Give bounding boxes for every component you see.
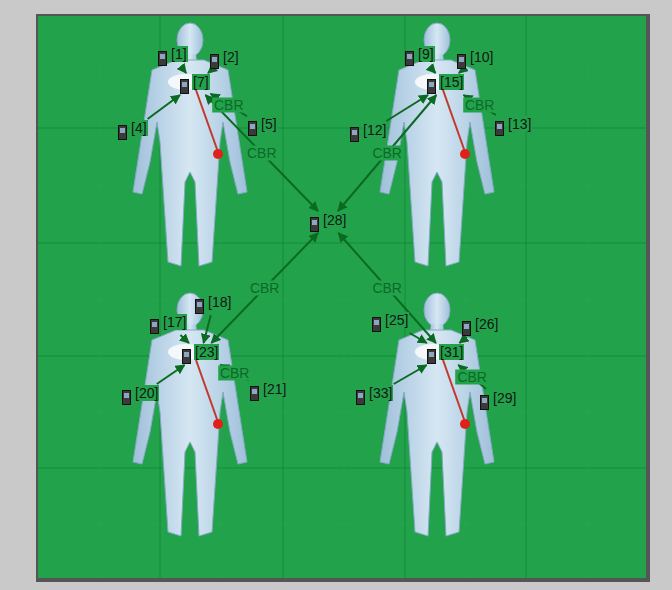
device-icon [118, 125, 127, 140]
human-figure [380, 23, 494, 266]
traffic-label: CBR [212, 98, 246, 113]
sensor-node: [17] [150, 314, 187, 334]
terrain [38, 16, 646, 578]
cbr-link [148, 95, 180, 119]
node-id-label: [9] [417, 46, 435, 62]
node-id-label: [21] [262, 381, 287, 397]
device-icon [250, 386, 259, 401]
node-id-label: [1] [170, 46, 188, 62]
human-figure [133, 293, 247, 536]
sensor-node: [21] [250, 381, 287, 401]
grid-lines [38, 16, 646, 578]
device-icon [427, 79, 436, 94]
node-id-label: [10] [469, 49, 494, 65]
sensor-node: [25] [372, 312, 409, 332]
traffic-label: CBR [370, 281, 404, 296]
sensor-node: [29] [480, 390, 517, 410]
cbr-link [211, 94, 247, 116]
device-icon [182, 349, 191, 364]
traffic-label: CBR [248, 281, 282, 296]
device-icon [195, 299, 204, 314]
node-id-label: [20] [134, 385, 159, 401]
device-icon [495, 121, 504, 136]
device-icon [310, 217, 319, 232]
sensor-node: [15] [427, 74, 464, 94]
traffic-label: CBR [245, 146, 279, 161]
fine-grid [38, 16, 646, 578]
traffic-label: CBR [370, 146, 404, 161]
cbr-link [386, 95, 428, 121]
sensor-node: [28] [310, 212, 347, 232]
cbr-link [157, 365, 185, 384]
device-icon [350, 127, 359, 142]
node-id-label: [23] [194, 344, 219, 360]
cbr-link [180, 335, 189, 343]
sensor-node: [12] [350, 122, 387, 142]
node-id-label: [12] [362, 122, 387, 138]
sensor-node: [33] [356, 385, 393, 405]
cbr-link [181, 67, 186, 73]
device-icon [150, 319, 159, 334]
cbr-link [459, 337, 467, 343]
node-id-label: [29] [492, 390, 517, 406]
device-icon [122, 390, 131, 405]
node-id-label: [17] [162, 314, 187, 330]
human-figure [133, 23, 247, 266]
sensor-node: [31] [427, 344, 464, 364]
node-id-label: [31] [439, 344, 464, 360]
cbr-link [459, 70, 463, 73]
cbr-link [463, 95, 495, 115]
device-icon [480, 395, 489, 410]
cbr-link [394, 365, 427, 384]
sensor-node: [13] [495, 116, 532, 136]
cbr-link [410, 333, 427, 343]
device-icon [405, 51, 414, 66]
sensor-node: [2] [210, 49, 240, 69]
node-id-label: [13] [507, 116, 532, 132]
cbr-link [338, 95, 436, 211]
sensor-node: [18] [195, 294, 232, 314]
device-icon [457, 54, 466, 69]
device-icon [158, 51, 167, 66]
sensor-node: [26] [462, 316, 499, 336]
sensor-node: [5] [248, 116, 278, 136]
traffic-label: CBR [455, 370, 489, 385]
node-id-label: [18] [207, 294, 232, 310]
traffic-label: CBR [218, 365, 252, 380]
node-id-label: [4] [130, 120, 148, 136]
cbr-link [430, 67, 436, 73]
cbr-link [211, 233, 318, 343]
node-id-label: [28] [322, 212, 347, 228]
node-id-label: [33] [368, 385, 393, 401]
cbr-link [338, 233, 436, 343]
node-id-label: [7] [192, 74, 210, 90]
cbr-link [205, 95, 318, 211]
node-id-label: [5] [260, 116, 278, 132]
frame-shadow [36, 14, 650, 582]
sensor-node: [20] [122, 385, 159, 405]
node-id-label: [25] [384, 312, 409, 328]
device-icon [210, 54, 219, 69]
traffic-label: CBR [463, 98, 497, 113]
device-icon [356, 390, 365, 405]
node-id-label: [26] [474, 316, 499, 332]
sensor-node: [4] [118, 120, 148, 140]
sensor-node: [23] [182, 344, 219, 364]
device-icon [248, 121, 257, 136]
sensor-node: [1] [158, 46, 188, 66]
sensor-node: [7] [180, 74, 210, 94]
device-icon [372, 317, 381, 332]
cbr-link [208, 70, 212, 73]
node-id-label: [15] [439, 74, 464, 90]
device-icon [462, 321, 471, 336]
device-icon [427, 349, 436, 364]
cbr-link [204, 315, 211, 343]
sensor-node: [10] [457, 49, 494, 69]
device-icon [180, 79, 189, 94]
sensor-node: [9] [405, 46, 435, 66]
node-id-label: [2] [222, 49, 240, 65]
